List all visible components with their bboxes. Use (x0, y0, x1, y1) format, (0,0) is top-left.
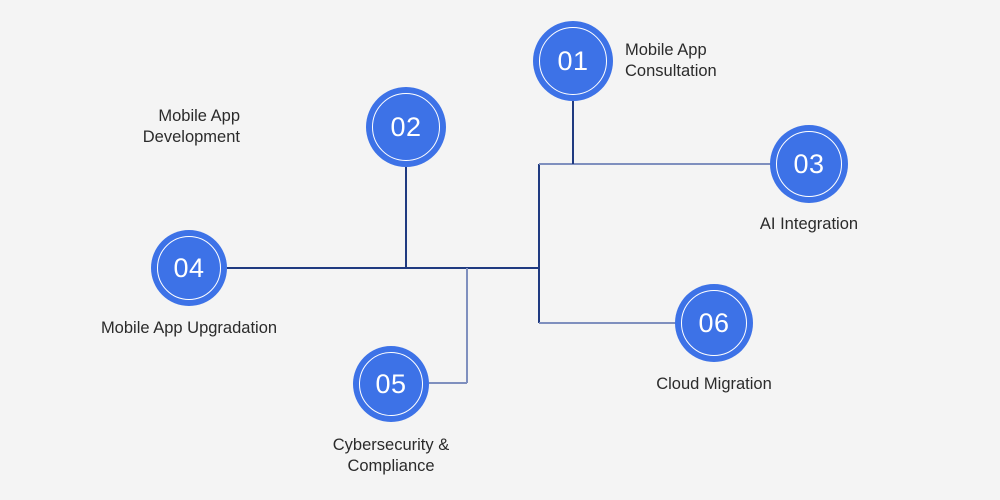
node-02-label: Mobile App Development (142, 107, 240, 147)
node-05[interactable]: 05 (353, 346, 429, 422)
node-01-label: Mobile App Consultation (625, 41, 717, 81)
node-04[interactable]: 04 (151, 230, 227, 306)
node-04-number: 04 (173, 252, 205, 283)
node-01[interactable]: 01 (533, 21, 613, 101)
node-03[interactable]: 03 (770, 125, 848, 203)
node-06[interactable]: 06 (675, 284, 753, 362)
node-03-number: 03 (793, 148, 825, 179)
node-03-label: AI Integration (759, 215, 859, 233)
node-04-label: Mobile App Upgradation (100, 319, 278, 337)
node-02-number: 02 (390, 111, 422, 142)
node-06-number: 06 (698, 307, 730, 338)
node-02[interactable]: 02 (366, 87, 446, 167)
node-05-number: 05 (375, 368, 407, 399)
node-05-label: Cybersecurity & Compliance (332, 436, 450, 476)
node-06-label: Cloud Migration (656, 375, 772, 393)
node-01-number: 01 (557, 45, 589, 76)
